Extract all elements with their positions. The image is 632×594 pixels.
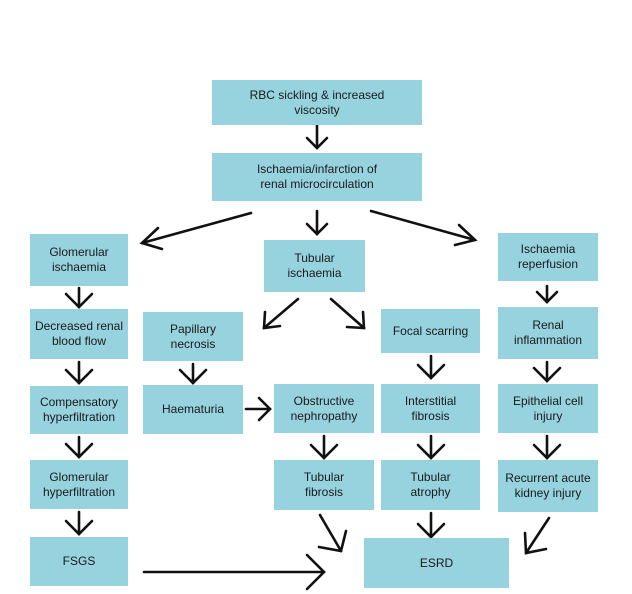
node-renal-inflammation: Renal inflammation	[498, 307, 598, 359]
arrow-recurrent-aki-to-esrd	[523, 516, 551, 555]
arrow-inflammation-to-epithelial	[532, 360, 562, 383]
arrow-compensatory-to-glomerular-hyperfiltration	[64, 435, 94, 459]
arrow-ischaemia-to-glomerular	[139, 211, 253, 251]
arrow-tubular-atrophy-to-esrd	[416, 511, 446, 539]
node-focal-scarring: Focal scarring	[381, 309, 480, 353]
arrow-fsgs-to-esrd	[142, 553, 326, 591]
node-tubular-ischaemia: Tubular ischaemia	[264, 240, 365, 292]
arrow-obstructive-to-tubular-fibrosis	[309, 434, 339, 460]
node-decreased-renal-blood-flow: Decreased renal blood flow	[30, 309, 128, 359]
node-haematuria: Haematuria	[143, 385, 243, 434]
node-ischaemia-infarction: Ischaemia/infarction of renal microcircu…	[212, 153, 422, 201]
arrow-reperfusion-to-inflammation	[535, 284, 559, 304]
arrow-rbc-to-ischaemia	[305, 122, 329, 150]
node-recurrent-acute-kidney-injury: Recurrent acute kidney injury	[498, 460, 598, 512]
node-tubular-fibrosis: Tubular fibrosis	[274, 460, 374, 510]
node-tubular-atrophy: Tubular atrophy	[381, 460, 480, 510]
arrow-focal-scarring-to-interstitial	[416, 354, 446, 380]
node-interstitial-fibrosis: Interstitial fibrosis	[381, 384, 480, 433]
arrow-ischaemia-to-reperfusion	[369, 209, 478, 247]
arrow-haematuria-to-obstructive	[244, 396, 272, 422]
arrow-tubular-to-papillary	[262, 297, 300, 330]
arrow-tubular-to-focal-scarring	[329, 297, 366, 330]
arrow-epithelial-to-recurrent-aki	[532, 434, 562, 460]
node-fsgs: FSGS	[30, 537, 128, 586]
node-rbc-sickling: RBC sickling & increased viscosity	[212, 80, 422, 125]
node-ischaemia-reperfusion: Ischaemia reperfusion	[498, 233, 598, 281]
arrow-decreased-flow-to-compensatory	[64, 360, 94, 385]
arrow-interstitial-to-tubular-atrophy	[416, 434, 446, 460]
arrow-glomerular-to-decreased-flow	[64, 286, 94, 309]
node-glomerular-hyperfiltration: Glomerular hyperfiltration	[30, 460, 128, 509]
node-epithelial-cell-injury: Epithelial cell injury	[498, 384, 598, 433]
node-esrd: ESRD	[364, 538, 509, 588]
node-obstructive-nephropathy: Obstructive nephropathy	[274, 384, 374, 433]
arrow-ischaemia-to-tubular	[305, 209, 329, 236]
node-papillary-necrosis: Papillary necrosis	[143, 312, 243, 361]
node-glomerular-ischaemia: Glomerular ischaemia	[30, 234, 128, 286]
arrow-papillary-to-haematuria	[178, 362, 208, 385]
node-compensatory-hyperfiltration: Compensatory hyperfiltration	[30, 386, 128, 434]
arrow-tubular-fibrosis-to-esrd	[317, 513, 348, 553]
arrow-glomerular-hyperfiltration-to-fsgs	[64, 510, 94, 536]
